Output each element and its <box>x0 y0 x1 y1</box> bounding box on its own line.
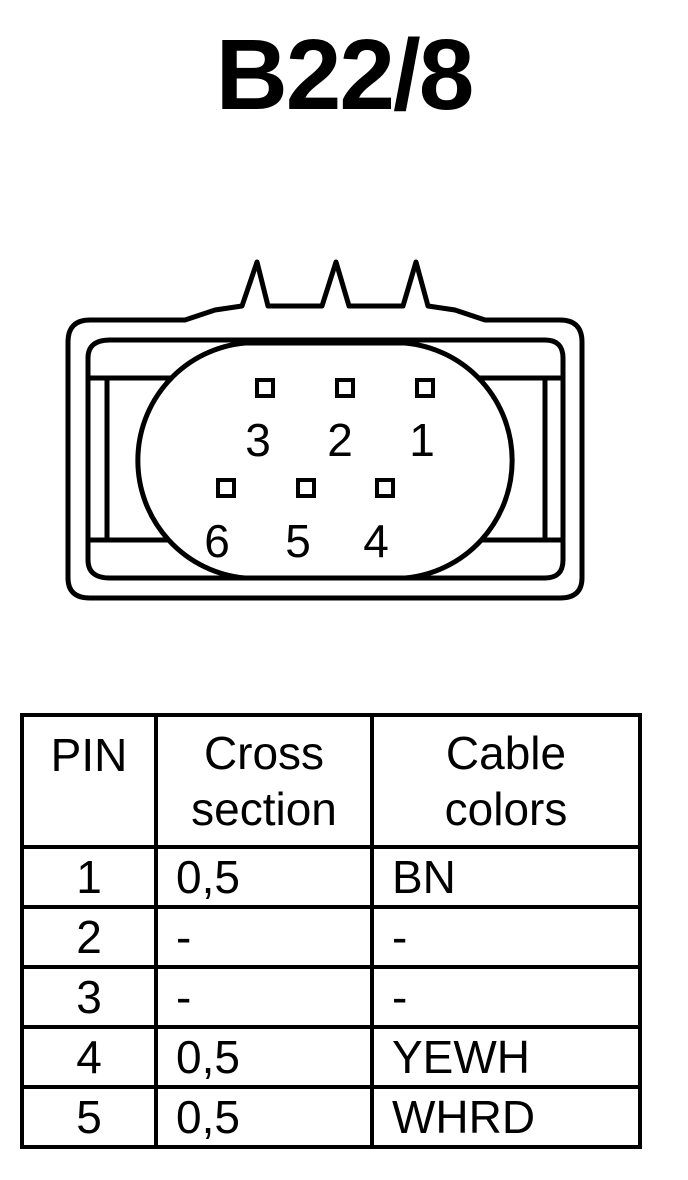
header-cable-colors-line1: Cable <box>445 727 567 779</box>
pin-contact-4 <box>375 478 395 498</box>
pin-cell: 2 <box>20 905 158 969</box>
cable-color-cell: WHRD <box>370 1085 642 1149</box>
cross-section-cell: - <box>154 965 374 1029</box>
header-pin: PIN <box>20 713 158 849</box>
header-cable-colors-line2: colors <box>444 783 568 835</box>
cross-section-cell: 0,5 <box>154 1025 374 1089</box>
pin-number-label: 3 <box>245 414 271 466</box>
connector-drawing: 3 2 1 6 5 4 <box>65 259 585 601</box>
pin-number-label: 5 <box>285 515 311 567</box>
header-cross-section-line1: Cross <box>203 727 325 779</box>
cross-section-cell: 0,5 <box>154 1085 374 1149</box>
pin-number-label: 4 <box>363 515 389 567</box>
connector-inner-frame <box>85 337 566 581</box>
table-row: 1 0,5 BN <box>20 845 642 909</box>
connector-housing-outline <box>65 259 585 601</box>
table-row: 3 - - <box>20 965 642 1029</box>
table-row: 5 0,5 WHRD <box>20 1085 642 1149</box>
cable-color-cell: - <box>370 965 642 1029</box>
pin-contact-6 <box>216 478 236 498</box>
pin-cell: 4 <box>20 1025 158 1089</box>
header-cross-section-line2: section <box>191 783 337 835</box>
pin-number-label: 2 <box>327 414 353 466</box>
pin-cell: 1 <box>20 845 158 909</box>
pin-contact-3 <box>255 378 275 398</box>
table-row: 4 0,5 YEWH <box>20 1025 642 1089</box>
pin-number-label: 1 <box>409 414 435 466</box>
cable-color-cell: - <box>370 905 642 969</box>
cross-section-cell: 0,5 <box>154 845 374 909</box>
header-cable-colors: Cable colors <box>370 713 642 849</box>
table-header-row: PIN Cross section Cable colors <box>20 713 642 849</box>
pin-number-label: 6 <box>204 515 230 567</box>
pin-contact-1 <box>415 378 435 398</box>
cable-color-cell: BN <box>370 845 642 909</box>
diagram-title: B22/8 <box>215 19 475 131</box>
pin-cell: 5 <box>20 1085 158 1149</box>
cross-section-cell: - <box>154 905 374 969</box>
header-cross-section: Cross section <box>154 713 374 849</box>
pin-assignment-table: PIN Cross section Cable colors 1 0,5 BN … <box>20 713 642 1149</box>
pin-cell: 3 <box>20 965 158 1029</box>
pin-contact-5 <box>296 478 316 498</box>
table-row: 2 - - <box>20 905 642 969</box>
contact-field-oval <box>135 340 515 581</box>
pin-contact-2 <box>335 378 355 398</box>
cable-color-cell: YEWH <box>370 1025 642 1089</box>
